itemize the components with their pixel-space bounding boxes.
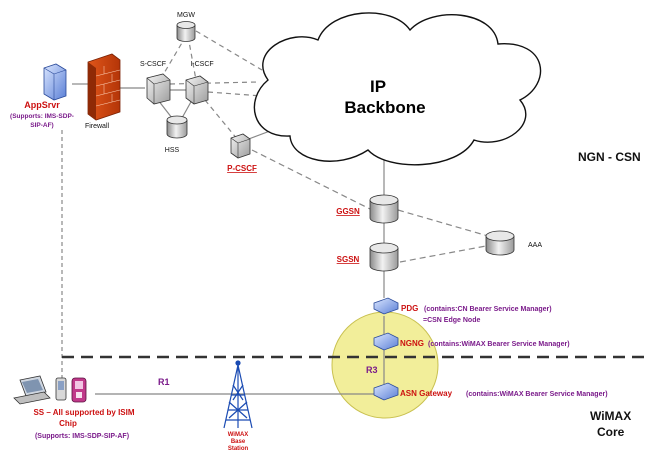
region-label-wimax: WiMAX <box>590 409 631 423</box>
asn-gateway-name: ASN Gateway <box>400 389 453 398</box>
s-cscf-label: S-CSCF <box>140 61 166 68</box>
ggsn-label: GGSN <box>336 207 360 216</box>
ss-label-line1: SS – All supported by ISIM <box>33 408 134 417</box>
firewall-node: Firewall <box>85 53 121 130</box>
aaa-node: AAA <box>485 230 542 256</box>
link-mgw-scscf <box>159 35 187 81</box>
mgw-node: MGW <box>176 12 196 42</box>
r1-link-label: R1 <box>158 377 170 387</box>
hss-label: HSS <box>165 147 180 154</box>
r3-link-label: R3 <box>366 365 378 375</box>
bts-label-line2: Base <box>231 439 246 445</box>
link-scscf-hss <box>157 99 173 119</box>
ss-devices <box>13 375 87 405</box>
link-mgw-cloud <box>195 30 263 71</box>
appsrvr-desc-line2: SIP-AF) <box>30 122 53 129</box>
region-label-core: Core <box>597 425 625 439</box>
ngng-node: NGNG (contains:WiMAX Bearer Service Mana… <box>373 332 570 351</box>
i-cscf-label: I-CSCF <box>190 61 213 68</box>
link-icscf-pcscf <box>204 99 239 141</box>
wimax-base-station-node <box>223 360 253 429</box>
pdg-desc: (contains:CN Bearer Service Manager) <box>424 306 552 313</box>
appsrvr-node: AppSrvr (Supports: IMS-SDP- SIP-AF) <box>10 63 74 129</box>
region-label-ngn-csn: NGN - CSN <box>578 150 641 164</box>
bts-label-line1: WiMAX <box>228 432 249 438</box>
link-icscf-hss <box>181 99 193 119</box>
link-mgw-icscf <box>187 35 197 81</box>
s-cscf-node: S-CSCF <box>140 61 171 105</box>
laptop-icon <box>13 375 51 405</box>
aaa-label: AAA <box>528 242 542 249</box>
p-cscf-node: P-CSCF <box>227 133 257 173</box>
ip-backbone-cloud <box>253 12 542 166</box>
pdg-node: PDG (contains:CN Bearer Service Manager)… <box>373 297 552 324</box>
mgw-label: MGW <box>177 12 195 19</box>
asn-gateway-desc: (contains:WiMAX Bearer Service Manager) <box>466 391 608 398</box>
ngng-name: NGNG <box>400 339 424 348</box>
highlight-circle <box>331 311 439 419</box>
firewall-label: Firewall <box>85 123 110 130</box>
appsrvr-name: AppSrvr <box>24 100 60 110</box>
cloud-title-line1: IP <box>370 77 386 96</box>
pdg-name: PDG <box>401 304 418 313</box>
pda-icon <box>55 377 67 401</box>
p-cscf-label: P-CSCF <box>227 164 257 173</box>
cloud-title-line2: Backbone <box>344 98 425 117</box>
ggsn-node: GGSN <box>336 194 399 224</box>
sgsn-node: SGSN <box>337 242 399 272</box>
phone-icon <box>71 377 87 403</box>
ss-label-line2: Chip <box>59 419 77 428</box>
bts-label-line3: Station <box>228 446 249 452</box>
asn-gateway-node: ASN Gateway (contains:WiMAX Bearer Servi… <box>373 382 608 401</box>
link-sgsn-aaa <box>399 245 487 263</box>
link-icscf-cloud <box>207 91 263 97</box>
link-scscf-cloud <box>169 81 259 85</box>
i-cscf-node: I-CSCF <box>185 61 214 105</box>
link-ggsn-aaa <box>397 209 489 237</box>
appsrvr-desc-line1: (Supports: IMS-SDP- <box>10 113 74 120</box>
ss-label-line3: (Supports: IMS-SDP-SIP-AF) <box>35 433 129 440</box>
connection-lines <box>61 30 489 395</box>
ngng-desc: (contains:WiMAX Bearer Service Manager) <box>428 341 570 348</box>
hss-node: HSS <box>165 115 188 154</box>
pdg-desc2: =CSN Edge Node <box>423 317 480 324</box>
sgsn-label: SGSN <box>337 255 360 264</box>
link-pcscf-ggsn <box>251 149 373 211</box>
